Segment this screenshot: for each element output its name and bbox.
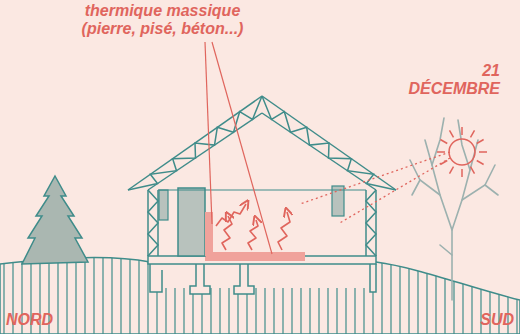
deciduous-tree (410, 118, 498, 300)
frame-lattice (148, 190, 158, 256)
thermal-mass-wall (178, 188, 205, 256)
sun-ray (437, 151, 445, 153)
frame-chord (147, 190, 149, 256)
sun-symbol (437, 127, 487, 177)
thermal-mass-floor (205, 252, 305, 261)
sun-ray (461, 127, 463, 135)
crawl-space (150, 264, 376, 288)
frame-lattice (366, 190, 376, 256)
sun-ray (479, 151, 487, 153)
frame-chord (128, 96, 262, 190)
leader-line (205, 42, 272, 254)
heat-arrows (216, 204, 290, 250)
sun-ray (461, 169, 463, 177)
sun-ray (471, 130, 475, 137)
timber-frame (128, 96, 396, 256)
ceiling-line (158, 190, 366, 191)
foundation (150, 264, 376, 294)
material-note: thermique massique (pierre, pisé, béton.… (70, 2, 255, 38)
sun-ray (450, 167, 454, 174)
conifer-tree (22, 176, 88, 264)
frame-chord (148, 113, 262, 190)
orientation-label: NORD (6, 311, 86, 329)
window (159, 190, 168, 220)
frame-chord (375, 190, 377, 256)
sun-ray (471, 167, 475, 174)
date-label: 21 DÉCEMBRE (400, 62, 500, 98)
sun-rays (300, 152, 450, 224)
frame-lattice (262, 96, 396, 190)
frame-chord (262, 113, 376, 190)
frame-lattice (128, 96, 262, 190)
ground (0, 258, 520, 334)
sun-ray (440, 140, 447, 144)
sun-ray (477, 161, 484, 165)
orientation-label: SUD (434, 311, 514, 329)
sun-ray (477, 140, 484, 144)
sun-ray (440, 161, 447, 165)
frame-chord (262, 96, 396, 190)
sun-ray (450, 130, 454, 137)
